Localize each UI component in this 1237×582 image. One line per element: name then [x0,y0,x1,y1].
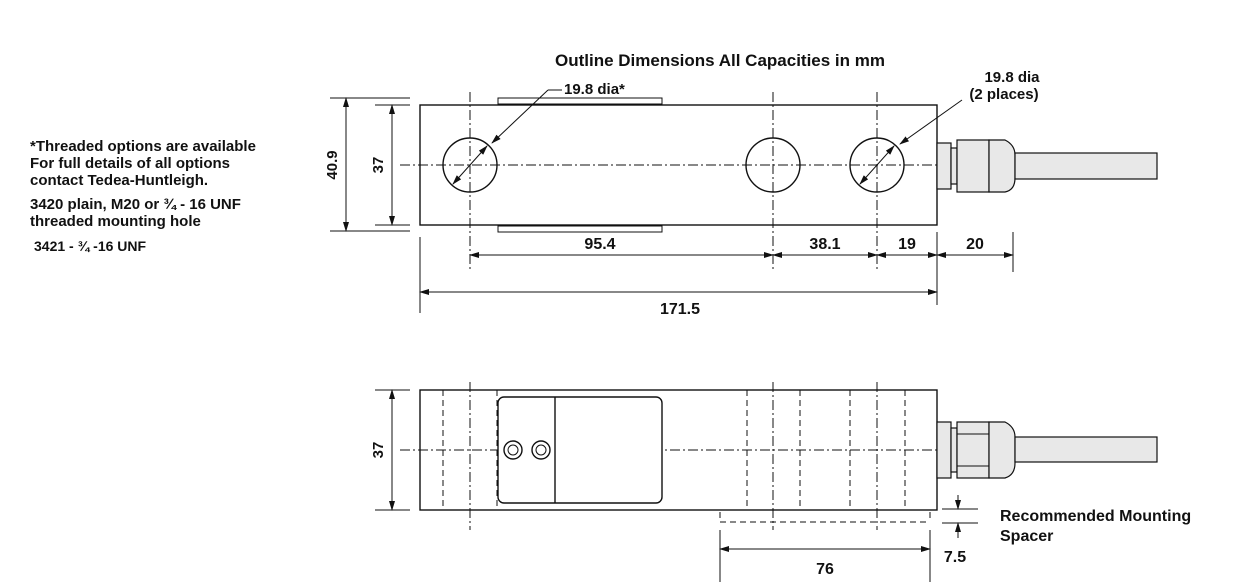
cable-gland [956,139,990,193]
mounting-hole-1 [442,137,498,193]
bracket-bottom [497,225,663,233]
spacer-label: Recommended Mounting [1000,508,1191,525]
dim-spacer-thickness: 7.5 [944,549,966,566]
cable-gland-side [956,421,990,479]
note-line: *Threaded options are available [30,138,256,155]
note-line: 3420 plain, M20 or ¾ - 16 UNF [30,196,241,213]
note-line: threaded mounting hole [30,213,201,230]
screw-2 [531,440,551,460]
options-note: *Threaded options are available For full… [30,138,256,189]
top-view: 19.8 dia* 19.8 dia (2 places) 40.9 37 95… [324,69,1158,318]
model-3421-note: 3421 - ¾ -16 UNF [34,238,147,254]
bracket-top [497,97,663,105]
hole-label-right-count: (2 places) [969,86,1038,103]
cable-side [1014,436,1158,463]
model-3420-note: 3420 plain, M20 or ¾ - 16 UNF threaded m… [30,196,241,230]
dim-spacer-length: 76 [816,561,834,578]
note-line: For full details of all options [30,155,231,172]
note-line: contact Tedea-Huntleigh. [30,172,209,189]
dim-height-inner: 37 [370,157,387,174]
hole-label-right: 19.8 dia [984,69,1040,86]
side-view: 37 7.5 Recommended Mounting Spacer 76 [370,382,1191,582]
dim-side-height: 37 [370,442,387,459]
dim-20: 20 [966,236,984,253]
hole-label-left: 19.8 dia* [564,81,625,98]
cable [1014,152,1158,180]
spacer-label-2: Spacer [1000,528,1053,545]
drawing-title: Outline Dimensions All Capacities in mm [555,51,885,70]
dim-total-length: 171.5 [660,301,700,318]
dim-38-1: 38.1 [809,236,840,253]
mounting-hole-2 [745,137,801,193]
screw-1 [503,440,523,460]
dim-95-4: 95.4 [584,236,615,253]
dim-height-outer: 40.9 [324,150,341,179]
cover-plate [497,396,663,504]
mounting-hole-3 [849,137,905,193]
dim-19: 19 [898,236,916,253]
